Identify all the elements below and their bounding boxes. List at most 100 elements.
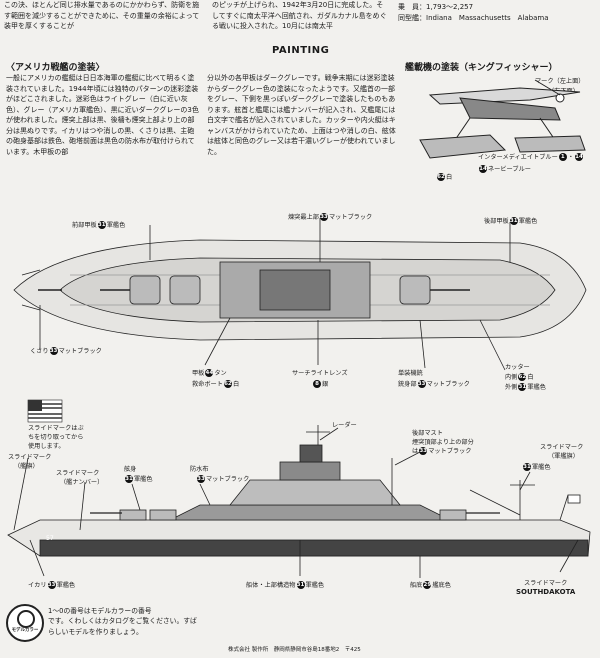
maker-info: 株式会社 製作所 静岡県静岡市谷島18番地2 〒425	[228, 647, 361, 653]
aft-deck-text: 後部甲板	[484, 218, 509, 225]
cutter-outer-color: 軍艦色	[527, 384, 546, 391]
rear-mast-color: は33マットブラック	[412, 446, 472, 455]
top-mid-text: のピッチが上げられ、1942年3月20日に完成した。そしてすぐに南太平洋へ回航さ…	[212, 1, 387, 30]
single-gun-label: 単装機銃	[398, 370, 423, 377]
painting-title: PAINTING	[272, 45, 330, 56]
slide-note: スライドマークはぶちを切り取ってから使用します。	[28, 425, 84, 450]
logo-ring-icon	[17, 610, 35, 628]
anchor-label: イカリ33軍艦色	[28, 580, 75, 589]
chain-num: 33	[49, 347, 58, 355]
spec-crew: 乗 員：1,793～2,257	[398, 3, 474, 11]
footer-note-2: です。くわしくはカタログをご覧ください。すばらしいモデルを作りましょう。	[48, 617, 197, 636]
rear-mast-num: 33	[419, 447, 428, 455]
cutter-outer-num: 31	[518, 383, 527, 391]
white-text: 白	[446, 174, 453, 181]
funnel-top-color: マットブラック	[328, 214, 373, 221]
waterproof-color: 33マットブラック	[196, 474, 249, 483]
lifeboat-text: 救命ボート	[192, 381, 223, 388]
searchlight-num: 8	[313, 380, 321, 388]
footer-note-1: 1〜0の番号はモデルカラーの番号	[48, 607, 152, 615]
stern-color-text: 軍艦色	[532, 464, 551, 471]
cutter-inner: 内側62白	[505, 372, 534, 381]
stern-color: 31軍艦色	[522, 462, 551, 471]
model-color-logo: モデルカラー	[6, 604, 44, 642]
cutter-inner-text: 内側	[505, 374, 518, 381]
cutter-outer: 外側31軍艦色	[505, 382, 546, 391]
slide-flag-sub: （艦旗）	[14, 463, 39, 470]
anchor-color: 軍艦色	[56, 582, 76, 589]
spec-sister-ships: 同型艦：Indiana Massachusetts Alabama	[398, 14, 549, 22]
slide-ensign-label: スライドマーク	[540, 444, 584, 451]
hull-num: 31	[125, 475, 133, 483]
lifeboat-num: 62	[223, 380, 232, 388]
blue-label-text: インターメディエイトブルー	[478, 154, 558, 161]
section-col2: 分以外の各甲板はダークグレーです。戦争末期には迷彩塗装からダークグレー色の塗装に…	[207, 74, 396, 156]
cutter-outer-text: 外側	[505, 384, 518, 391]
hull-label: 舷身	[124, 466, 137, 473]
bow-deck-text: 前部甲板	[72, 222, 97, 229]
slide-ensign-sub: （軍艦旗）	[548, 453, 579, 460]
bottom-num: 29	[423, 581, 432, 589]
rear-mast-note: 煙突頂部より上の部分	[412, 439, 474, 446]
slide-number-sub: （艦ナンバー）	[60, 479, 104, 486]
anchor-num: 33	[47, 581, 56, 589]
waterproof-num: 33	[197, 475, 205, 483]
bow-deck-num: 31	[97, 221, 106, 229]
chain-text: くさり	[30, 348, 49, 355]
section-heading: 〈アメリカ戦艦の塗装〉	[6, 63, 105, 73]
hull-color-text: 軍艦色	[134, 476, 153, 483]
funnel-top-text: 煉突最上部	[288, 214, 319, 221]
hull-number-mark: 57	[46, 535, 54, 542]
aft-deck-num: 31	[509, 217, 518, 225]
gun-barrel-text: 銃身部	[398, 381, 417, 388]
mark-lower-label: （右下面）	[548, 88, 579, 95]
lifeboat-color: 白	[232, 381, 240, 388]
radar-label: レーダー	[332, 422, 357, 429]
gun-barrel-color: マットブラック	[426, 381, 470, 388]
aft-deck-label: 後部甲板31軍艦色	[484, 216, 537, 225]
slide-number-label: スライドマーク	[56, 470, 100, 477]
superstructure-color: 軍艦色	[305, 582, 325, 589]
white-num: 62	[437, 173, 445, 181]
ship-name: SOUTHDAKOTA	[516, 588, 576, 596]
gun-barrel-num: 33	[417, 380, 426, 388]
deck-text: 甲板	[192, 370, 205, 377]
deck-color: タン	[214, 370, 227, 377]
anchor-text: イカリ	[28, 582, 47, 589]
funnel-top-label: 煉突最上部33マットブラック	[288, 212, 372, 221]
deck-label: 甲板44タン	[192, 368, 227, 377]
cutter-label: カッター	[505, 364, 530, 371]
rear-mast-color-text: マットブラック	[428, 448, 472, 455]
blue-num-1: 1	[558, 153, 567, 161]
searchlight-text: サーチライトレンズ	[292, 370, 348, 377]
superstructure-text: 船体・上部構造物	[246, 582, 296, 589]
bottom-color: 艦底色	[432, 582, 451, 589]
rear-mast-wa: は	[412, 448, 419, 455]
superstructure-label: 船体・上部構造物31軍艦色	[246, 580, 324, 589]
cutter-inner-color: 白	[527, 374, 534, 381]
stern-num: 31	[523, 463, 531, 471]
searchlight-color-text: 銀	[322, 381, 329, 388]
hull-color: 31軍艦色	[124, 474, 153, 483]
bow-deck-color: 軍艦色	[106, 222, 126, 229]
bottom-label: 船底29艦底色	[410, 580, 451, 589]
searchlight-label: サーチライトレンズ	[292, 368, 348, 377]
navy-label: 14ネービーブルー	[478, 164, 531, 173]
funnel-top-num: 33	[319, 213, 328, 221]
superstructure-num: 31	[296, 581, 305, 589]
mark-upper-label: マーク（左上面）	[535, 78, 585, 85]
cutter-inner-num: 62	[518, 373, 527, 381]
bottom-text: 船底	[410, 582, 423, 589]
chain-color: マットブラック	[58, 348, 102, 355]
blue-num-14: 14	[574, 153, 583, 161]
gun-barrel-label: 銃身部33マットブラック	[398, 379, 470, 388]
slide-bottom-label: スライドマーク	[524, 580, 568, 587]
bow-deck-label: 前部甲板31軍艦色	[72, 220, 125, 229]
section-col1: 一般にアメリカの艦艇は日日本海軍の艦艇に比べて明るく塗装されていました。1944…	[6, 74, 199, 156]
waterproof-label: 防水布	[190, 466, 209, 473]
logo-text: モデルカラー	[11, 628, 39, 633]
slide-flag-label: スライドマーク	[8, 454, 52, 461]
chain-label: くさり33マットブラック	[30, 346, 102, 355]
